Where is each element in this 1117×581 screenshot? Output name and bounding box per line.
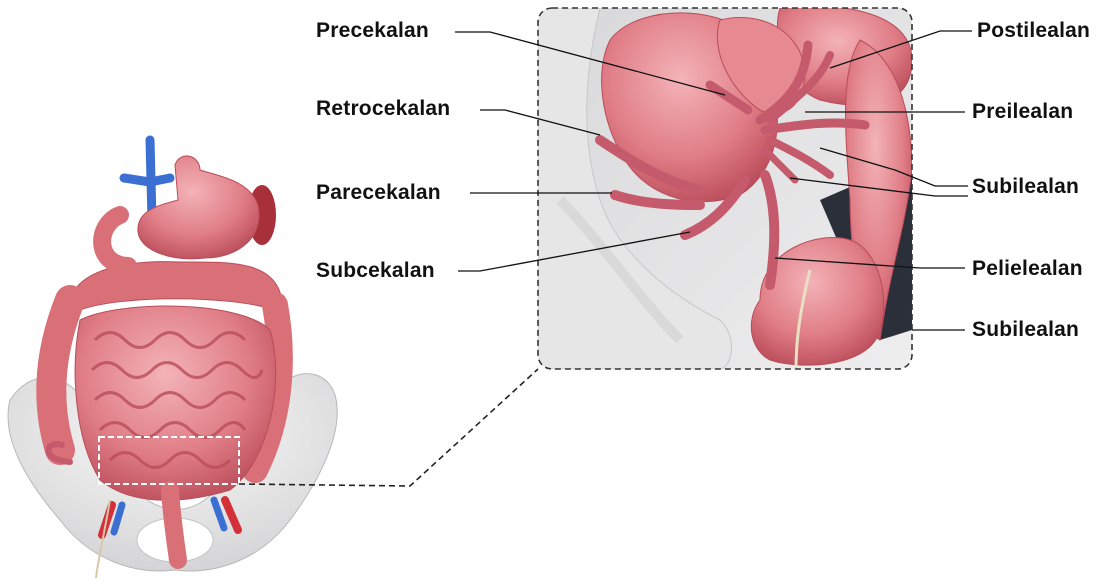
label-preilealan: Preilealan bbox=[972, 100, 1073, 124]
small-intestine bbox=[75, 306, 276, 500]
full-abdomen-illustration bbox=[8, 140, 337, 578]
label-postilealan: Postilealan bbox=[977, 19, 1090, 43]
label-parecekalan: Parecekalan bbox=[316, 181, 441, 205]
label-subilealan-1: Subilealan bbox=[972, 175, 1079, 199]
label-precekalan: Precekalan bbox=[316, 19, 429, 43]
label-subcekalan: Subcekalan bbox=[316, 259, 435, 283]
label-retrocekalan: Retrocekalan bbox=[316, 97, 450, 121]
ascending-colon bbox=[51, 300, 70, 450]
stomach bbox=[138, 156, 259, 259]
duodenum bbox=[102, 215, 128, 266]
rectum bbox=[170, 490, 178, 560]
inset-closeup bbox=[538, 6, 912, 369]
transverse-colon bbox=[70, 262, 282, 310]
label-pelielealan: Pelielealan bbox=[972, 257, 1083, 281]
label-subilealan-2: Subilealan bbox=[972, 318, 1079, 342]
